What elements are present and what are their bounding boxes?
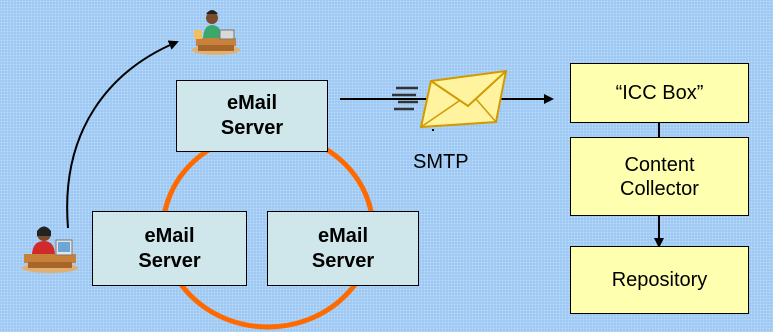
user-at-desk-icon-top [192,10,240,55]
icc-box: “ICC Box” [570,63,749,123]
server-right-line1: eMail [317,224,369,247]
server-top-line2: Server [220,117,284,139]
icc-box-label: “ICC Box” [615,82,704,104]
protocol-label: SMTP [413,151,469,173]
repository-label: Repository [611,269,708,291]
collector-line2: Collector [620,177,699,200]
collector-line1: Content [624,153,695,176]
user-at-desk-icon-left [22,226,78,273]
envelope-icon [392,69,508,129]
forward-arrow [66,40,179,229]
server-left-line2: Server [138,249,201,272]
server-top-line1: eMail [226,92,278,114]
repository-box: Repository [570,246,749,314]
dot-mark [432,129,434,131]
server-left-line1: eMail [144,224,195,247]
server-right-line2: Server [311,249,375,272]
